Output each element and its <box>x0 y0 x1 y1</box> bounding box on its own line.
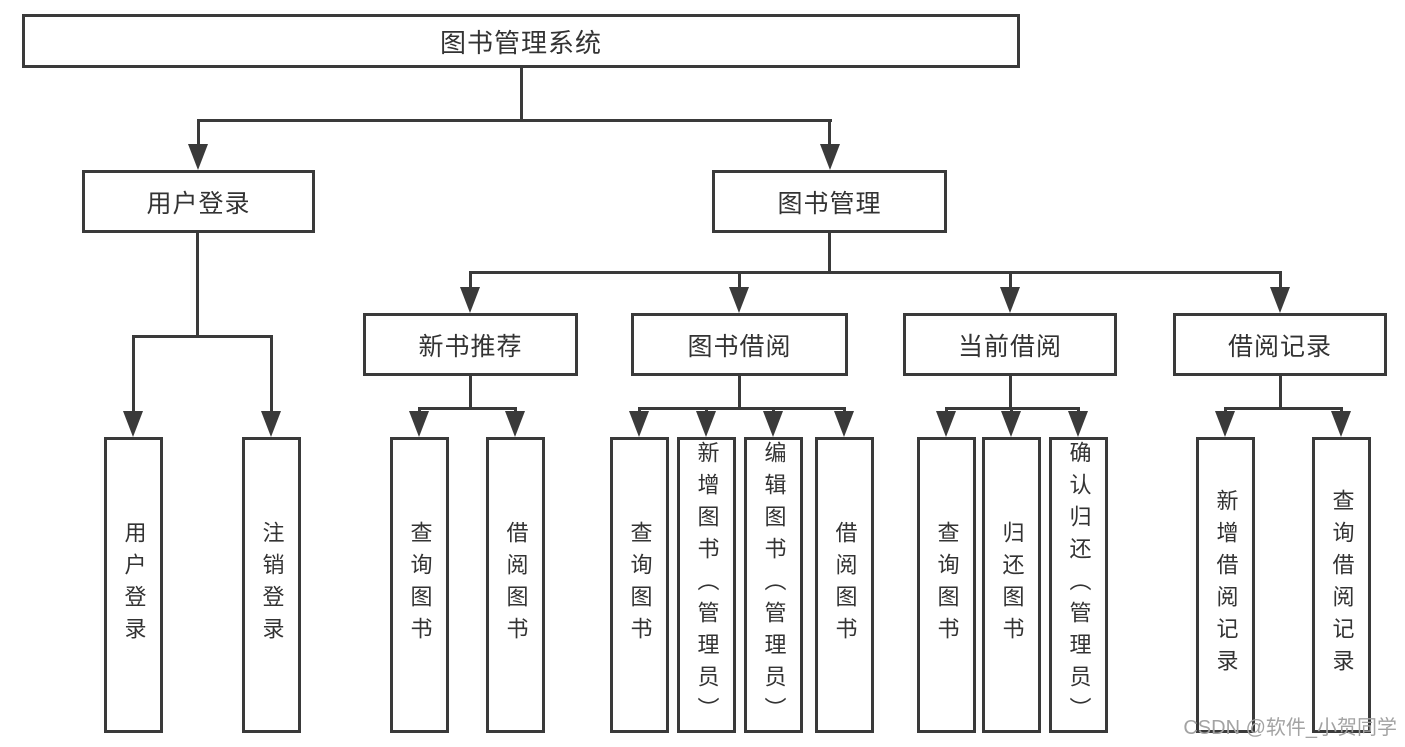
leaf-label: 用户登录 <box>121 521 147 649</box>
node-user-login: 用户登录 <box>82 170 315 233</box>
connector-line <box>418 407 517 410</box>
arrow-down-icon <box>696 411 716 437</box>
node-label: 借阅记录 <box>1227 332 1332 361</box>
arrow-down-icon <box>729 287 749 313</box>
node-current-borrowing: 当前借阅 <box>903 313 1117 376</box>
node-library-management-system: 图书管理系统 <box>22 14 1020 68</box>
node-new-book-recommend: 新书推荐 <box>363 313 578 376</box>
arrow-down-icon <box>820 144 840 170</box>
node-label: 图书管理 <box>777 189 882 218</box>
connector-line <box>270 335 273 415</box>
leaf-label: 新增图书（管理员） <box>694 441 720 729</box>
arrow-down-icon <box>460 287 480 313</box>
leaf-user-login: 用户登录 <box>104 437 163 733</box>
connector-line <box>828 233 831 271</box>
connector-line <box>520 68 523 119</box>
connector-line <box>828 119 831 149</box>
connector-line <box>738 376 741 407</box>
node-borrow-records: 借阅记录 <box>1173 313 1387 376</box>
arrow-down-icon <box>1000 287 1020 313</box>
leaf-borrow-books-recommend: 借阅图书 <box>486 437 545 733</box>
connector-line <box>196 232 199 335</box>
arrow-down-icon <box>188 144 208 170</box>
connector-line <box>469 271 1282 274</box>
connector-line <box>197 119 200 149</box>
leaf-logout: 注销登录 <box>242 437 301 733</box>
leaf-return-books: 归还图书 <box>982 437 1041 733</box>
leaf-query-books-recommend: 查询图书 <box>390 437 449 733</box>
arrow-down-icon <box>936 411 956 437</box>
node-book-management: 图书管理 <box>712 170 947 233</box>
connector-line <box>1009 376 1012 407</box>
leaf-confirm-return-admin: 确认归还（管理员） <box>1049 437 1108 733</box>
leaf-edit-book-admin: 编辑图书（管理员） <box>744 437 803 733</box>
leaf-add-borrow-record: 新增借阅记录 <box>1196 437 1255 733</box>
leaf-query-borrow-record: 查询借阅记录 <box>1312 437 1371 733</box>
leaf-query-books-borrowing: 查询图书 <box>610 437 669 733</box>
leaf-query-books-current: 查询图书 <box>917 437 976 733</box>
node-book-borrowing: 图书借阅 <box>631 313 848 376</box>
arrow-down-icon <box>1215 411 1235 437</box>
arrow-down-icon <box>1068 411 1088 437</box>
node-label: 用户登录 <box>146 189 251 218</box>
connector-line <box>738 271 741 291</box>
node-label: 图书管理系统 <box>439 27 602 58</box>
connector-line <box>132 335 273 338</box>
leaf-label: 查询图书 <box>407 521 433 649</box>
connector-line <box>469 376 472 407</box>
leaf-label: 查询图书 <box>627 521 653 649</box>
leaf-label: 注销登录 <box>259 521 285 649</box>
arrow-down-icon <box>763 411 783 437</box>
arrow-down-icon <box>1331 411 1351 437</box>
leaf-label: 查询图书 <box>934 521 960 649</box>
connector-line <box>1224 407 1343 410</box>
node-label: 新书推荐 <box>418 332 523 361</box>
leaf-label: 确认归还（管理员） <box>1066 441 1092 729</box>
arrow-down-icon <box>1001 411 1021 437</box>
leaf-add-book-admin: 新增图书（管理员） <box>677 437 736 733</box>
node-label: 图书借阅 <box>687 332 792 361</box>
leaf-label: 编辑图书（管理员） <box>761 441 787 729</box>
connector-line <box>638 407 846 410</box>
arrow-down-icon <box>629 411 649 437</box>
csdn-watermark: CSDN @软件_小贺同学 <box>1183 717 1397 739</box>
connector-line <box>469 271 472 291</box>
arrow-down-icon <box>123 411 143 437</box>
leaf-label: 借阅图书 <box>503 521 529 649</box>
node-label: 当前借阅 <box>957 332 1062 361</box>
leaf-borrow-books-borrowing: 借阅图书 <box>815 437 874 733</box>
arrow-down-icon <box>834 411 854 437</box>
connector-line <box>1279 271 1282 291</box>
arrow-down-icon <box>1270 287 1290 313</box>
leaf-label: 借阅图书 <box>832 521 858 649</box>
leaf-label: 新增借阅记录 <box>1213 489 1239 681</box>
arrow-down-icon <box>409 411 429 437</box>
leaf-label: 查询借阅记录 <box>1329 489 1355 681</box>
connector-line <box>197 119 832 122</box>
connector-line <box>1279 376 1282 407</box>
arrow-down-icon <box>261 411 281 437</box>
connector-line <box>1009 271 1012 291</box>
arrow-down-icon <box>505 411 525 437</box>
connector-line <box>132 335 135 415</box>
leaf-label: 归还图书 <box>999 521 1025 649</box>
